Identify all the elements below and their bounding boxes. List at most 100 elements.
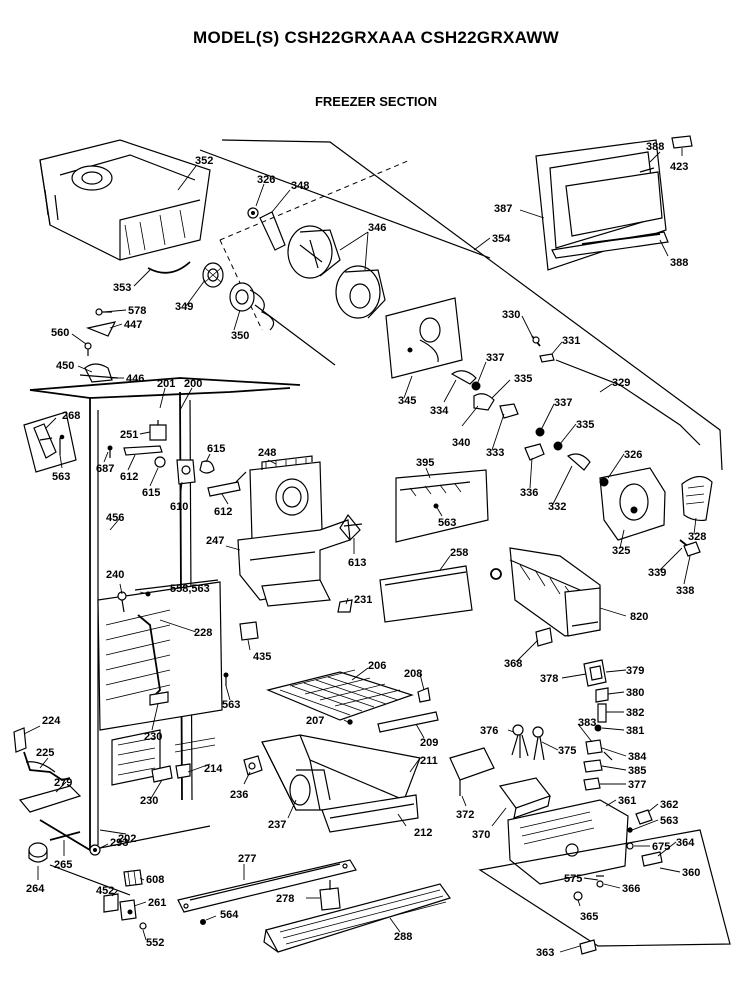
lower-rail-and-grille bbox=[177, 859, 451, 953]
label-452: 452 bbox=[96, 885, 114, 897]
label-435: 435 bbox=[253, 651, 271, 663]
evaporator-228 bbox=[97, 579, 223, 786]
callout-labels: 352 326 348 346 353 349 350 578 447 560 … bbox=[26, 141, 706, 959]
label-385: 385 bbox=[628, 765, 646, 777]
damper-small-parts bbox=[79, 308, 119, 383]
label-380: 380 bbox=[626, 687, 644, 699]
fan-shroud-248 bbox=[237, 455, 489, 607]
label-337-upper: 337 bbox=[486, 352, 504, 364]
label-352: 352 bbox=[195, 155, 213, 167]
label-348: 348 bbox=[291, 180, 309, 192]
label-212: 212 bbox=[414, 827, 432, 839]
ice-bucket-352 bbox=[39, 139, 211, 274]
label-211: 211 bbox=[420, 755, 438, 767]
heater-and-rail bbox=[13, 727, 82, 813]
label-552: 552 bbox=[146, 937, 164, 949]
label-612-right: 612 bbox=[214, 506, 232, 518]
label-240: 240 bbox=[106, 569, 124, 581]
label-201: 201 bbox=[157, 378, 175, 390]
label-225: 225 bbox=[36, 747, 54, 759]
label-228: 228 bbox=[194, 627, 212, 639]
label-575: 575 bbox=[564, 873, 582, 885]
label-687: 687 bbox=[96, 463, 114, 475]
label-578: 578 bbox=[128, 305, 146, 317]
label-613: 613 bbox=[348, 557, 366, 569]
label-345: 345 bbox=[398, 395, 416, 407]
label-387: 387 bbox=[494, 203, 512, 215]
model-title: MODEL(S) CSH22GRXAAA CSH22GRXAWW bbox=[192, 28, 559, 47]
label-423: 423 bbox=[670, 161, 688, 173]
label-329: 329 bbox=[612, 377, 630, 389]
label-207: 207 bbox=[306, 715, 324, 727]
label-353: 353 bbox=[113, 282, 131, 294]
label-230-lower: 230 bbox=[140, 795, 158, 807]
label-370: 370 bbox=[472, 829, 490, 841]
label-293: 293 bbox=[110, 837, 128, 849]
auger-drive-parts bbox=[202, 262, 336, 366]
label-247: 247 bbox=[206, 535, 224, 547]
label-456: 456 bbox=[106, 512, 124, 524]
label-615-left: 615 bbox=[142, 487, 160, 499]
lower-left-parts bbox=[28, 831, 101, 863]
label-381: 381 bbox=[626, 725, 644, 737]
label-450: 450 bbox=[56, 360, 74, 372]
label-379: 379 bbox=[626, 665, 644, 677]
label-288: 288 bbox=[394, 931, 412, 943]
label-338: 338 bbox=[676, 585, 694, 597]
label-361: 361 bbox=[618, 795, 636, 807]
label-362: 362 bbox=[660, 799, 678, 811]
label-264: 264 bbox=[26, 883, 45, 895]
label-615-right: 615 bbox=[207, 443, 225, 455]
label-332: 332 bbox=[548, 501, 566, 513]
label-564: 564 bbox=[220, 909, 239, 921]
label-268: 268 bbox=[62, 410, 80, 422]
label-675: 675 bbox=[652, 841, 670, 853]
ice-maker-head-325 bbox=[599, 467, 713, 557]
label-377: 377 bbox=[628, 779, 646, 791]
label-258: 258 bbox=[450, 547, 468, 559]
label-388-upper: 388 bbox=[646, 141, 664, 153]
label-214: 214 bbox=[204, 763, 223, 775]
label-248: 248 bbox=[258, 447, 276, 459]
label-372: 372 bbox=[456, 809, 474, 821]
label-231: 231 bbox=[354, 594, 372, 606]
wire-harness-376 bbox=[511, 724, 545, 761]
label-368: 368 bbox=[504, 658, 522, 670]
wire-shelf-206 bbox=[266, 669, 439, 733]
leader-lines bbox=[23, 148, 697, 953]
dispenser-motor-360 bbox=[478, 799, 731, 955]
label-350: 350 bbox=[231, 330, 249, 342]
hinge-parts bbox=[103, 869, 147, 930]
upper-brackets bbox=[107, 420, 247, 497]
label-382: 382 bbox=[626, 707, 644, 719]
label-563-evap: 563 bbox=[222, 699, 240, 711]
label-261: 261 bbox=[148, 897, 166, 909]
dispenser-door-387 bbox=[535, 135, 693, 271]
label-354: 354 bbox=[492, 233, 511, 245]
label-349: 349 bbox=[175, 301, 193, 313]
label-335-lower: 335 bbox=[576, 419, 594, 431]
label-325: 325 bbox=[612, 545, 630, 557]
label-200: 200 bbox=[184, 378, 202, 390]
label-230-upper: 230 bbox=[144, 731, 162, 743]
label-384: 384 bbox=[628, 751, 647, 763]
label-224: 224 bbox=[42, 715, 61, 727]
label-330: 330 bbox=[502, 309, 520, 321]
label-208: 208 bbox=[404, 668, 422, 680]
label-446: 446 bbox=[126, 373, 144, 385]
label-395: 395 bbox=[416, 457, 434, 469]
label-340: 340 bbox=[452, 437, 470, 449]
dispenser-parts bbox=[583, 659, 613, 791]
label-378: 378 bbox=[540, 673, 558, 685]
label-363: 363 bbox=[536, 947, 554, 959]
label-237: 237 bbox=[268, 819, 286, 831]
label-612-left: 612 bbox=[120, 471, 138, 483]
label-279: 279 bbox=[54, 777, 72, 789]
label-251: 251 bbox=[120, 429, 138, 441]
label-558-563: 558,563 bbox=[170, 583, 210, 595]
label-563-motor: 563 bbox=[660, 815, 678, 827]
label-331: 331 bbox=[562, 335, 580, 347]
label-820: 820 bbox=[630, 611, 648, 623]
label-383: 383 bbox=[578, 717, 596, 729]
